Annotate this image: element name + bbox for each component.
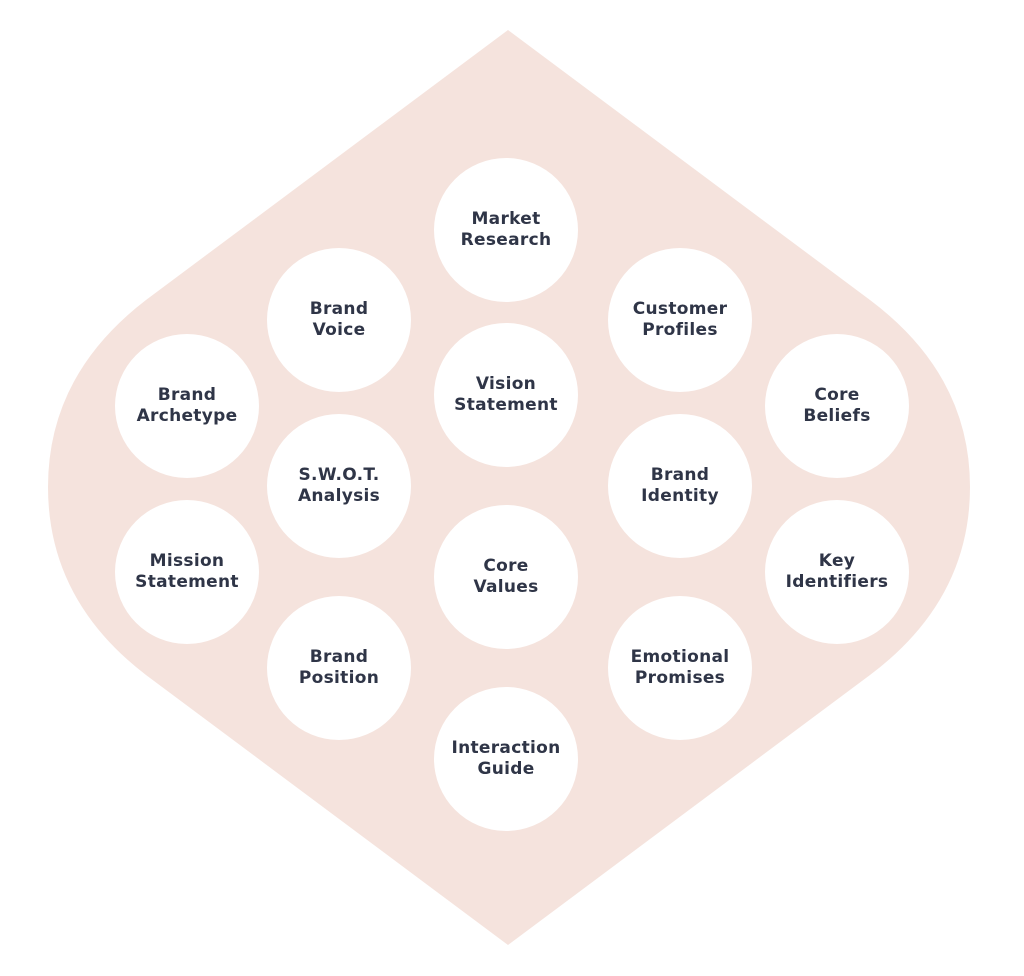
node-emotional-promises: Emotional Promises — [608, 596, 752, 740]
node-label-vision-statement: Vision Statement — [454, 374, 558, 415]
node-label-customer-profiles: Customer Profiles — [632, 299, 728, 340]
node-label-core-values: Core Values — [473, 556, 539, 597]
node-label-brand-position: Brand Position — [298, 647, 380, 688]
node-key-identifiers: Key Identifiers — [765, 500, 909, 644]
node-label-market-research: Market Research — [460, 209, 552, 250]
node-label-emotional-promises: Emotional Promises — [630, 647, 730, 688]
rounded-diamond-shape — [48, 30, 970, 945]
node-core-values: Core Values — [434, 505, 578, 649]
node-brand-voice: Brand Voice — [267, 248, 411, 392]
node-brand-identity: Brand Identity — [608, 414, 752, 558]
node-label-interaction-guide: Interaction Guide — [451, 738, 561, 779]
node-label-core-beliefs: Core Beliefs — [803, 385, 871, 426]
node-label-swot-analysis: S.W.O.T. Analysis — [297, 465, 381, 506]
node-label-brand-voice: Brand Voice — [309, 299, 369, 340]
node-brand-archetype: Brand Archetype — [115, 334, 259, 478]
node-mission-statement: Mission Statement — [115, 500, 259, 644]
node-customer-profiles: Customer Profiles — [608, 248, 752, 392]
node-label-mission-statement: Mission Statement — [135, 551, 239, 592]
node-label-brand-archetype: Brand Archetype — [136, 385, 238, 426]
node-swot-analysis: S.W.O.T. Analysis — [267, 414, 411, 558]
node-brand-position: Brand Position — [267, 596, 411, 740]
node-interaction-guide: Interaction Guide — [434, 687, 578, 831]
node-label-brand-identity: Brand Identity — [641, 465, 719, 506]
node-core-beliefs: Core Beliefs — [765, 334, 909, 478]
node-vision-statement: Vision Statement — [434, 323, 578, 467]
node-label-key-identifiers: Key Identifiers — [785, 551, 889, 592]
node-market-research: Market Research — [434, 158, 578, 302]
